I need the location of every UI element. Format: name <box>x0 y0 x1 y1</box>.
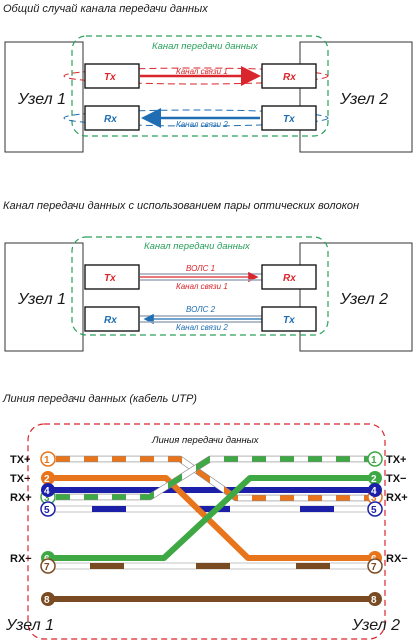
wire-3 <box>54 456 370 500</box>
pin-5-label: 5 <box>371 505 377 516</box>
wire-6 <box>54 475 370 561</box>
channel-label: Канал передачи данных <box>152 41 259 52</box>
pin-1-label: 1 <box>44 455 50 466</box>
node1-rx <box>84 105 140 131</box>
node2-rx-label: Rx <box>283 273 296 284</box>
section3-title: Линия передачи данных (кабель UTP) <box>2 393 197 405</box>
pin-2-left <box>41 471 55 485</box>
right-pins: 1 2 3 4 5 6 7 8 <box>367 451 383 606</box>
left-signal-6: RX− <box>10 553 32 565</box>
pin-8-left <box>41 592 55 606</box>
node2-tx-label: Tx <box>283 315 295 326</box>
node1-box <box>4 41 84 153</box>
pin-2-label: 2 <box>371 474 377 485</box>
pin-7-right <box>367 558 383 574</box>
left-signal-1: TX+ <box>10 454 30 466</box>
node2-rx <box>261 264 317 290</box>
node2-rx-label: Rx <box>283 72 296 83</box>
pin-4-label: 4 <box>371 486 377 497</box>
right-signal-6: RX− <box>386 553 408 565</box>
node2-label: Узел 2 <box>339 291 388 308</box>
pin-3-label: 3 <box>371 493 377 504</box>
pin-4-label: 4 <box>44 486 50 497</box>
channel-boundary <box>71 35 329 137</box>
section2-title: Канал передачи данных с использованием п… <box>3 200 359 212</box>
pin-1-label: 1 <box>371 455 377 466</box>
wire-8 <box>54 596 370 602</box>
link2-label: Канал связи 2 <box>176 323 228 332</box>
channel-boundary <box>71 236 329 336</box>
node1-tx <box>84 63 140 89</box>
node1-tx-label: Tx <box>104 72 116 83</box>
node2-tx <box>261 306 317 332</box>
pin-7-label: 7 <box>371 562 377 573</box>
pin-8-label: 8 <box>44 595 50 606</box>
channel-label: Канал передачи данных <box>144 241 251 252</box>
pin-5-left <box>40 501 56 517</box>
node1-rx <box>84 306 140 332</box>
link1-label: Канал связи 1 <box>176 282 228 291</box>
pin-3-label: 3 <box>44 493 50 504</box>
left-signal-2: TX− <box>10 473 30 485</box>
node1-label: Узел 1 <box>17 291 66 308</box>
link1-ellipse <box>63 67 329 85</box>
node2-tx-label: Tx <box>283 114 295 125</box>
node2-label: Узел 2 <box>339 91 388 108</box>
node1-tx-label: Tx <box>104 273 116 284</box>
fiber1-label: ВОЛС 1 <box>186 264 215 273</box>
section1-title: Общий случай канала передачи данных <box>3 3 208 15</box>
left-signal-3: RX+ <box>10 492 32 504</box>
utp-wires <box>53 455 371 602</box>
node1-label: Узел 1 <box>17 91 66 108</box>
pin-8-label: 8 <box>371 595 377 606</box>
pin-7-label: 7 <box>44 562 50 573</box>
pin-2-label: 2 <box>44 474 50 485</box>
pin-5-label: 5 <box>44 505 50 516</box>
pin-1-left <box>40 451 56 467</box>
node2-box <box>299 41 413 153</box>
node1-label: Узел 1 <box>5 617 54 634</box>
pin-2-right <box>368 471 382 485</box>
link1-label: Канал связи 1 <box>176 67 228 76</box>
pin-8-right <box>368 592 382 606</box>
pin-4-right <box>368 483 382 497</box>
right-signal-1: TX+ <box>386 454 406 466</box>
line-boundary <box>27 423 386 640</box>
node2-label: Узел 2 <box>351 617 400 634</box>
left-pins: 1 2 3 4 5 6 7 8 <box>40 451 56 606</box>
pin-5-right <box>367 501 383 517</box>
link2-label: Канал связи 2 <box>176 120 228 129</box>
wire-1 <box>54 456 370 501</box>
node1-rx-label: Rx <box>104 315 117 326</box>
wire-4 <box>54 487 370 493</box>
node1-rx-label: Rx <box>104 114 117 125</box>
fiber2-label: ВОЛС 2 <box>186 305 216 314</box>
pin-4-left <box>41 483 55 497</box>
node1-tx <box>84 264 140 290</box>
link2-ellipse <box>63 109 329 127</box>
node1-box <box>4 242 84 352</box>
pin-7-left <box>40 558 56 574</box>
right-signal-3: RX+ <box>386 492 408 504</box>
right-signal-2: TX− <box>386 473 406 485</box>
node2-rx <box>261 63 317 89</box>
node2-tx <box>261 105 317 131</box>
pin-1-right <box>367 451 383 467</box>
node2-box <box>299 242 413 352</box>
line-label: Линия передачи данных <box>151 435 260 446</box>
